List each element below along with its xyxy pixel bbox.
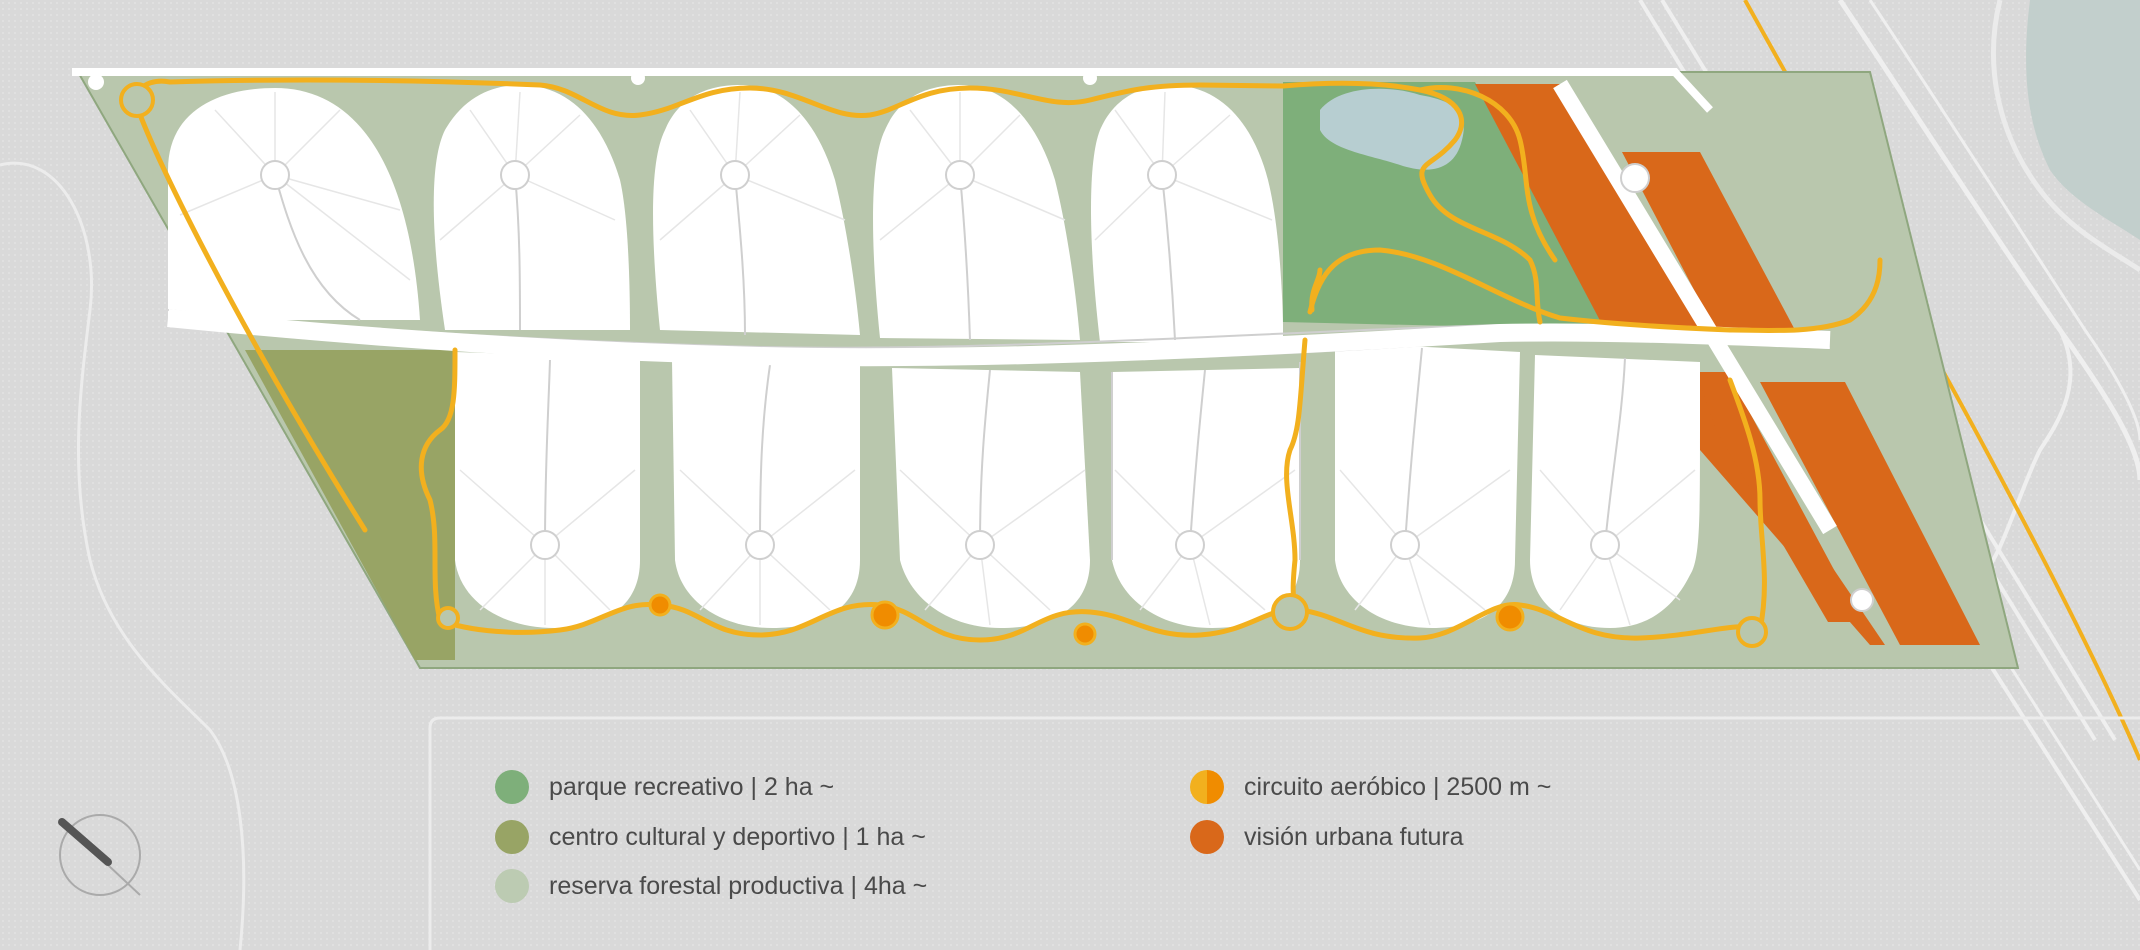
trail-nodes [119,82,1768,648]
pond [1320,88,1464,170]
legend-label: circuito aeróbico | 2500 m ~ [1244,772,1552,801]
legend-swatch-vision-urbana [1190,820,1224,854]
legend-item-parque-recreativo: parque recreativo | 2 ha ~ [495,770,834,804]
legend-item-vision-urbana: visión urbana futura [1190,820,1464,854]
main-boulevard [167,309,1831,367]
legend-item-centro-cultural: centro cultural y deportivo | 1 ha ~ [495,820,926,854]
legend-item-circuito-aerobico: circuito aeróbico | 2500 m ~ [1190,770,1551,804]
legend-swatch-circuito-aerobico [1190,770,1224,804]
river-area [2026,0,2140,240]
legend-swatch-parque-recreativo [495,770,529,804]
legend-swatch-reserva-forestal [495,869,529,903]
legend-label: parque recreativo | 2 ha ~ [549,772,835,801]
legend-label: visión urbana futura [1244,822,1464,851]
legend-frame [428,716,2140,950]
legend-swatch-centro-cultural [495,820,529,854]
lot-dividers [179,91,1696,626]
legend-item-reserva-forestal: reserva forestal productiva | 4ha ~ [495,869,927,903]
north-arrow-icon [58,814,141,896]
legend-label: centro cultural y deportivo | 1 ha ~ [549,822,926,851]
residential-lots [168,85,1700,628]
boundary-curve-left [0,161,246,950]
cul-de-sacs [260,160,1620,560]
legend-label: reserva forestal productiva | 4ha ~ [549,871,928,900]
trail-stations [648,593,1525,646]
